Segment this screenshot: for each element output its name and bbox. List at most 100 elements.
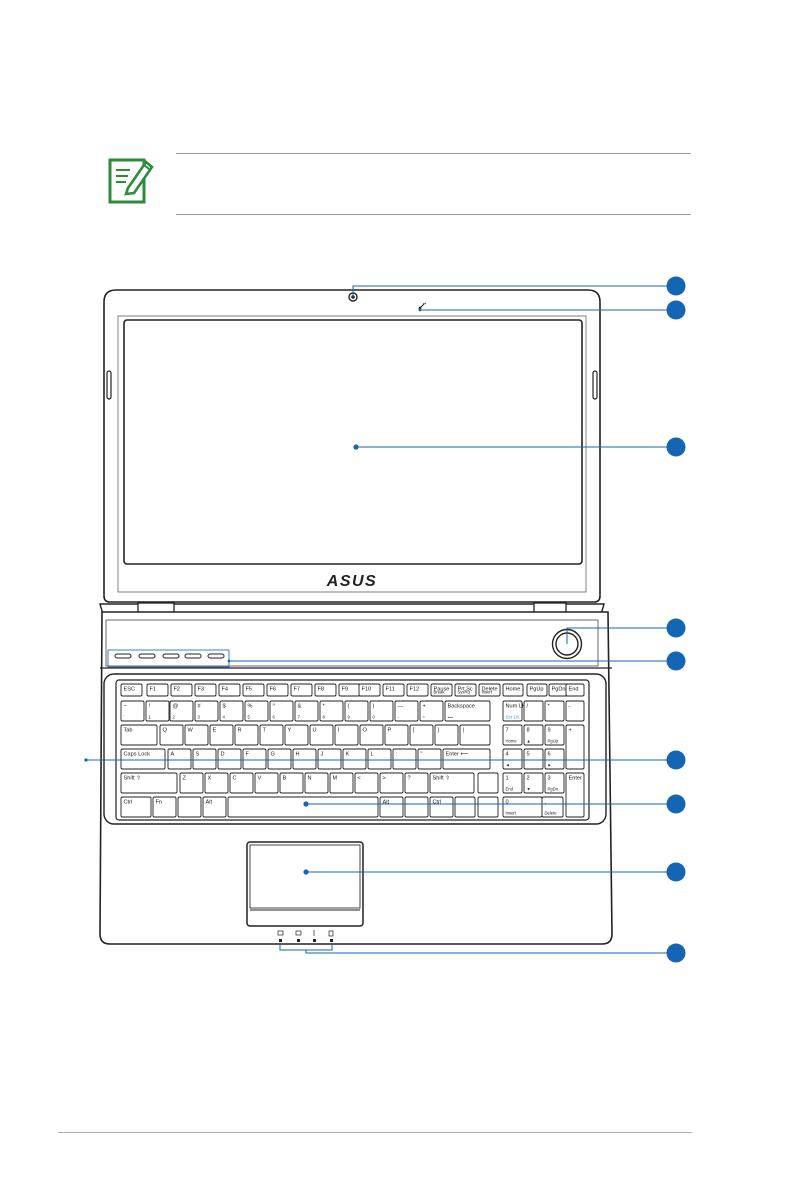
callout-marker — [666, 651, 686, 671]
key-label: F2 — [174, 687, 181, 693]
keyboard-key: < — [354, 772, 379, 794]
keyboard-key: - — [565, 700, 585, 722]
key-label: Shift ⇧ — [124, 775, 141, 782]
key-sub-label: 3 — [198, 715, 201, 720]
key-label: F7 — [294, 687, 301, 693]
key-sub-label: ` — [124, 715, 126, 720]
key-label: 0 — [506, 800, 509, 806]
key-label: V — [258, 776, 262, 782]
keyboard-key: N — [304, 772, 329, 794]
keyboard-key: I — [334, 724, 359, 746]
key-label: F3 — [198, 687, 205, 693]
keyboard-key: | — [459, 724, 491, 746]
callout-marker — [666, 750, 686, 770]
key-sub-label: End — [506, 787, 514, 792]
key-label: Alt — [206, 800, 213, 806]
key-label: P — [388, 728, 392, 734]
key-label: Shift ⇧ — [433, 775, 450, 782]
key-label: PgDn — [552, 687, 566, 693]
keyboard-key: J — [317, 748, 342, 770]
key-sub-label: ► — [548, 763, 552, 768]
key-sub-label: 7 — [298, 715, 301, 720]
key-label: + — [569, 728, 572, 734]
key-label: M — [333, 776, 338, 782]
key-label: ESC — [124, 687, 136, 693]
keyboard-key — [454, 796, 476, 818]
key-label: L — [371, 752, 374, 758]
key-sub-label: Delete — [545, 811, 558, 816]
key-label: Prt Sc — [458, 687, 473, 693]
footer-rule — [58, 1132, 692, 1133]
keyboard-key: Y — [284, 724, 309, 746]
keyboard-key — [177, 796, 202, 818]
keyboard-key: F1 — [146, 683, 169, 697]
key-label: 5 — [527, 752, 530, 758]
note-top-rule — [176, 153, 691, 154]
key-sub-label: 8 — [323, 715, 326, 720]
keyboard-key: Tab — [120, 724, 158, 746]
key-sub-label: 0 — [373, 715, 376, 720]
key-label: ( — [348, 704, 350, 710]
key-label: I — [338, 728, 340, 734]
key-label: Z — [183, 776, 187, 782]
key-sub-label: = — [423, 715, 426, 720]
key-label: K — [346, 752, 350, 758]
keyboard-key: F7 — [290, 683, 313, 697]
keyboard-key: )0 — [369, 700, 394, 722]
display-screen — [123, 319, 583, 565]
key-label: Caps Lock — [124, 752, 151, 758]
key-label: F9 — [342, 687, 349, 693]
key-label: & — [298, 704, 302, 710]
keyboard-key: —- — [394, 700, 419, 722]
keyboard-key: > — [379, 772, 404, 794]
key-sub-label: Break — [434, 690, 446, 695]
instant-keys — [107, 649, 230, 668]
keyboard-key: 8▲ — [523, 724, 544, 746]
keyboard-key: A — [167, 748, 192, 770]
keyboard-key — [477, 772, 499, 794]
keyboard-key: O — [359, 724, 384, 746]
key-sub-label: PgDn — [548, 787, 559, 792]
keyboard-key: Q — [159, 724, 184, 746]
keyboard-key: Ctrl — [120, 796, 152, 818]
key-label: H — [296, 752, 300, 758]
key-label: PgUp — [530, 687, 544, 693]
callout-marker — [666, 794, 686, 814]
key-label: R — [238, 728, 242, 734]
key-sub-label: 6 — [273, 715, 276, 720]
key-label: Enter — [569, 776, 583, 782]
keyboard-key: ^6 — [269, 700, 294, 722]
key-label: Ctrl — [433, 800, 442, 806]
key-label: 4 — [506, 752, 509, 758]
key-sub-label: Insert — [482, 690, 493, 695]
keyboard-key: P — [384, 724, 409, 746]
microphone-icon — [418, 302, 427, 310]
keyboard-key: F10 — [358, 683, 381, 697]
key-label: W — [188, 728, 194, 734]
key-label: Q — [163, 728, 168, 734]
key-sub-label: 1 — [149, 715, 152, 720]
key-label: F1 — [150, 687, 157, 693]
keyboard-key: $4 — [219, 700, 244, 722]
keyboard-key: 5 — [523, 748, 544, 770]
key-label: Y — [288, 728, 292, 734]
key-label: 3 — [548, 776, 551, 782]
keyboard-key: Ctrl — [429, 796, 454, 818]
key-label: E — [213, 728, 217, 734]
note-pencil-icon — [108, 154, 154, 206]
key-label: * — [548, 704, 551, 710]
key-sub-label: ⟵ — [448, 715, 454, 720]
key-label: - — [569, 704, 571, 710]
key-label: ? — [408, 776, 411, 782]
key-label: F10 — [362, 687, 372, 693]
keyboard-key: Home — [502, 683, 524, 697]
callout-dots — [84, 308, 422, 875]
key-label: Ctrl — [124, 800, 133, 806]
keyboard-key: F11 — [382, 683, 405, 697]
keyboard-key: + — [565, 724, 585, 770]
key-label: Home — [506, 687, 521, 693]
